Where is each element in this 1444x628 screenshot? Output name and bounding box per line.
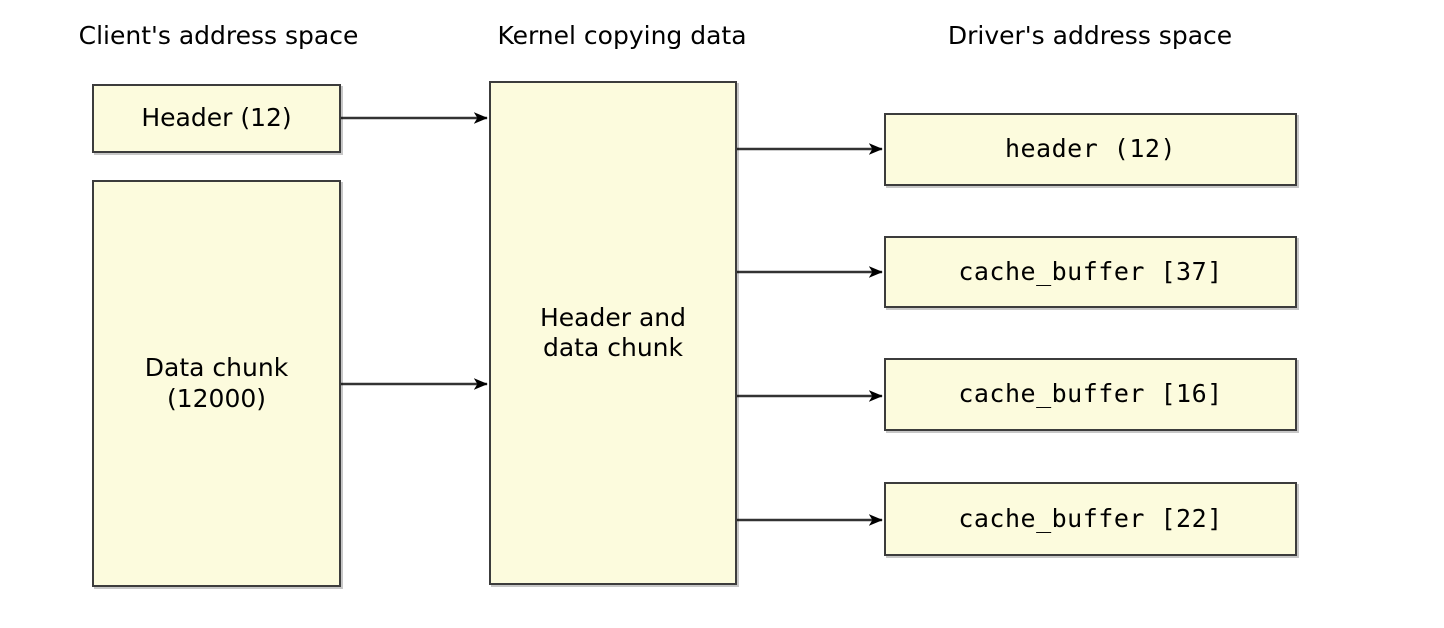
column-title-kernel: Kernel copying data xyxy=(497,21,747,50)
box-client-header: Header (12) xyxy=(92,84,341,153)
box-driver-header-label: header (12) xyxy=(1004,134,1177,164)
box-kernel-buffer-label: Header and data chunk xyxy=(539,302,686,363)
box-driver-cache-buffer-37-label: cache_buffer [37] xyxy=(958,256,1223,286)
box-driver-cache-buffer-16: cache_buffer [16] xyxy=(884,358,1297,431)
box-driver-cache-buffer-22-label: cache_buffer [22] xyxy=(958,503,1223,533)
column-title-client: Client's address space xyxy=(78,21,359,50)
box-driver-cache-buffer-37: cache_buffer [37] xyxy=(884,236,1297,308)
box-driver-cache-buffer-16-label: cache_buffer [16] xyxy=(958,379,1223,409)
box-driver-header: header (12) xyxy=(884,113,1297,186)
box-kernel-buffer: Header and data chunk xyxy=(489,81,737,585)
box-client-data-chunk: Data chunk (12000) xyxy=(92,180,341,587)
box-driver-cache-buffer-22: cache_buffer [22] xyxy=(884,482,1297,556)
box-client-data-chunk-label: Data chunk (12000) xyxy=(144,353,289,413)
column-title-driver: Driver's address space xyxy=(947,21,1233,50)
box-client-header-label: Header (12) xyxy=(141,103,292,133)
